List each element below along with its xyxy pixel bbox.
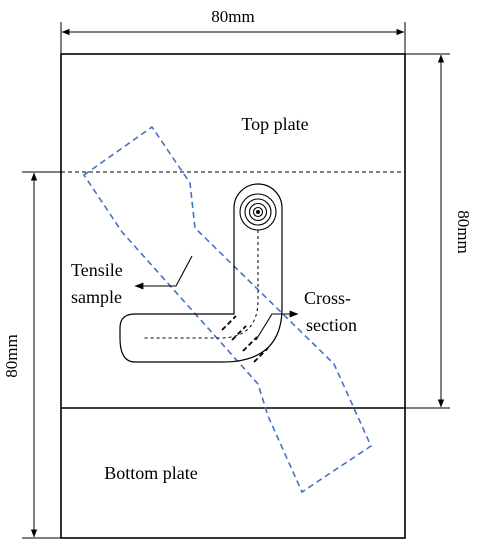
tensile-leader: [134, 255, 193, 290]
plate-outline: [60, 53, 406, 539]
cross-section-line-2: [231, 325, 247, 341]
tensile-label-line1: Tensile: [71, 260, 123, 280]
cross-section-line-3: [242, 336, 258, 352]
top-plate-label: Top plate: [241, 114, 308, 134]
cross-section-label-line2: section: [306, 315, 357, 335]
cross-section-line-1: [221, 315, 237, 331]
weld-path-outline: [119, 183, 283, 363]
tensile-label-line2: sample: [71, 287, 122, 307]
tensile-sample-outline: [82, 125, 373, 494]
cross-section-line-4: [253, 347, 269, 363]
top-dimension-label: 80mm: [211, 7, 254, 26]
bottom-plate-label: Bottom plate: [104, 463, 198, 483]
right-dimension-label: 80mm: [454, 210, 473, 253]
cross-section-label-line1: Cross-: [304, 288, 351, 308]
cross-section-leader: [255, 310, 299, 341]
weld-centerline: [142, 230, 259, 339]
tool-circles: [239, 193, 277, 231]
left-dimension-label: 80mm: [2, 334, 21, 377]
